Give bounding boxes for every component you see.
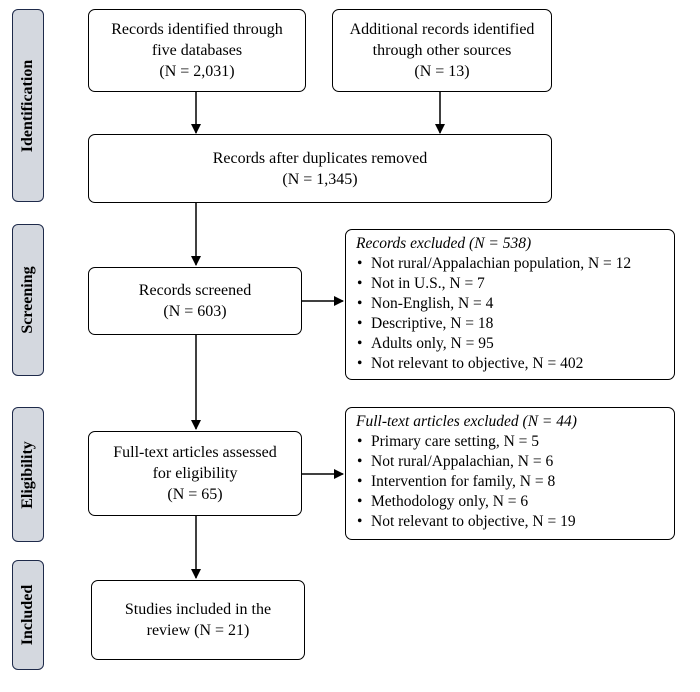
list-item: •Not relevant to objective, N = 402 xyxy=(357,355,584,372)
duplicates-removed-count: (N = 1,345) xyxy=(282,170,358,188)
duplicates-removed-line-1: Records after duplicates removed xyxy=(212,149,428,167)
list-item: •Not rural/Appalachian, N = 6 xyxy=(357,453,554,470)
records-databases-line-1: Records identified through xyxy=(111,21,283,38)
box-fulltext-assessed: Full-text articles assessed for eligibil… xyxy=(88,431,302,516)
records-excluded-title: Records excluded (N = 538) xyxy=(356,235,532,252)
records-other-line-2: through other sources xyxy=(372,42,512,59)
list-item: •Not rural/Appalachian population, N = 1… xyxy=(357,255,632,272)
bullet-icon: • xyxy=(357,255,363,272)
bullet-icon: • xyxy=(357,295,363,312)
records-screened-count: (N = 603) xyxy=(163,303,227,320)
fulltext-excluded-title: Full-text articles excluded (N = 44) xyxy=(356,413,577,430)
phase-included: Included xyxy=(12,560,44,670)
records-other-line-1: Additional records identified xyxy=(349,21,535,38)
bullet-icon: • xyxy=(357,453,363,470)
list-item: •Primary care setting, N = 5 xyxy=(357,433,540,450)
bullet-icon: • xyxy=(357,433,363,450)
list-item: •Adults only, N = 95 xyxy=(357,335,494,352)
phase-screening-label: Screening xyxy=(19,266,36,334)
records-databases-count: (N = 2,031) xyxy=(159,63,235,80)
bullet-icon: • xyxy=(357,493,363,510)
box-studies-included: Studies included in the review (N = 21) xyxy=(91,580,305,660)
fulltext-assessed-line-2: for eligibility xyxy=(152,465,238,482)
studies-included-line-2: review (N = 21) xyxy=(146,622,250,639)
records-other-count: (N = 13) xyxy=(414,63,470,80)
list-item: •Intervention for family, N = 8 xyxy=(357,473,556,490)
list-item: •Not relevant to objective, N = 19 xyxy=(357,513,576,530)
box-records-screened: Records screened (N = 603) xyxy=(88,267,302,335)
box-fulltext-excluded: Full-text articles excluded (N = 44) •Pr… xyxy=(345,407,675,540)
phase-eligibility-label: Eligibility xyxy=(19,440,36,509)
box-records-databases: Records identified through five database… xyxy=(88,9,306,92)
list-item: •Descriptive, N = 18 xyxy=(357,315,494,332)
list-item: •Non-English, N = 4 xyxy=(357,295,494,312)
phase-screening: Screening xyxy=(12,224,44,376)
box-records-excluded: Records excluded (N = 538) •Not rural/Ap… xyxy=(345,229,675,380)
bullet-icon: • xyxy=(357,473,363,490)
box-records-other-sources: Additional records identified through ot… xyxy=(332,9,552,92)
fulltext-assessed-line-1: Full-text articles assessed xyxy=(113,444,277,461)
studies-included-line-1: Studies included in the xyxy=(124,601,272,618)
bullet-icon: • xyxy=(357,275,363,292)
bullet-icon: • xyxy=(357,315,363,332)
records-excluded-list: •Not rural/Appalachian population, N = 1… xyxy=(356,254,664,374)
fulltext-assessed-count: (N = 65) xyxy=(167,486,223,503)
bullet-icon: • xyxy=(357,513,363,530)
phase-identification-label: Identification xyxy=(19,59,36,152)
box-duplicates-removed: Records after duplicates removed (N = 1,… xyxy=(88,134,552,203)
fulltext-excluded-list: •Primary care setting, N = 5 •Not rural/… xyxy=(356,432,664,532)
phase-included-label: Included xyxy=(19,584,36,646)
list-item: •Methodology only, N = 6 xyxy=(357,493,529,510)
records-databases-line-2: five databases xyxy=(151,42,243,59)
list-item: •Not in U.S., N = 7 xyxy=(357,275,485,292)
bullet-icon: • xyxy=(357,335,363,352)
phase-identification: Identification xyxy=(12,9,44,202)
bullet-icon: • xyxy=(357,355,363,372)
records-screened-line-1: Records screened xyxy=(138,282,252,299)
phase-eligibility: Eligibility xyxy=(12,407,44,542)
